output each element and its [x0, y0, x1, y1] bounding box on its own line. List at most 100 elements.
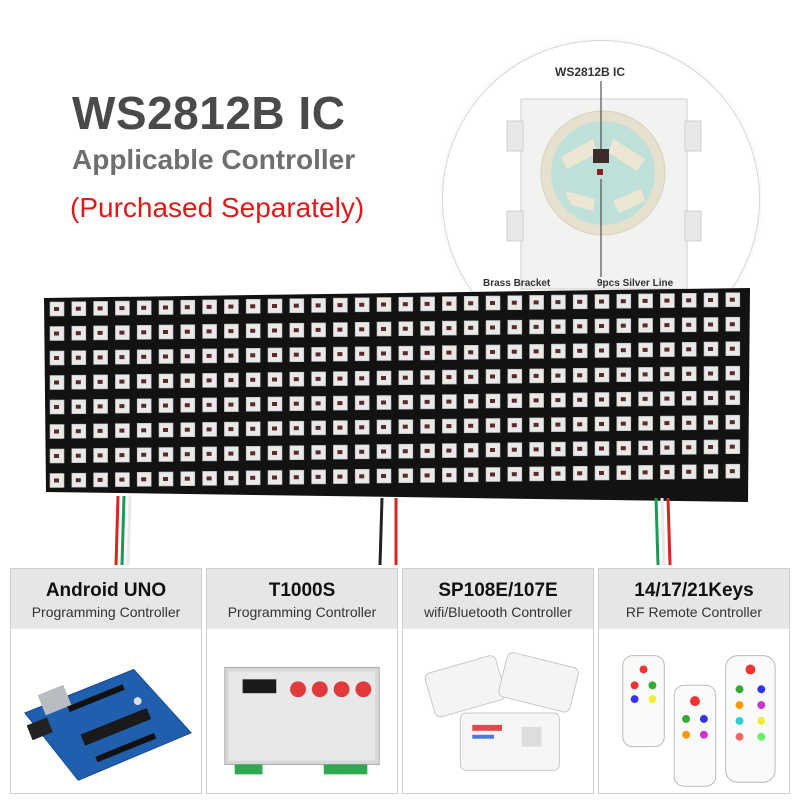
led-pixel-die	[402, 424, 408, 429]
led-pixel-die	[163, 354, 168, 359]
led-pixel-die	[642, 347, 648, 352]
led-pixel-die	[359, 302, 365, 307]
led-pixel-die	[54, 429, 59, 434]
led-pixel-die	[381, 449, 386, 454]
arduino-board-icon	[24, 668, 192, 781]
led-pixel-die	[729, 420, 735, 425]
led-pixel-die	[555, 422, 561, 427]
wire-green	[654, 497, 660, 566]
led-pixel-die	[642, 445, 648, 450]
led-pixel-die	[729, 371, 735, 376]
led-pixel-die	[729, 322, 735, 327]
led-pixel-die	[708, 371, 713, 376]
led-pixel-die	[686, 371, 692, 376]
led-pixel-die	[424, 326, 430, 331]
led-pixel-die	[708, 469, 713, 474]
led-pixel-die	[599, 397, 604, 402]
led-pixel-die	[402, 302, 408, 307]
led-pixel-die	[577, 446, 583, 451]
controller-cards: Android UNO Programming Controller T1000…	[10, 568, 790, 794]
led-pixel-die	[359, 351, 365, 356]
led-pixel-die	[315, 425, 321, 430]
led-pixel-die	[599, 446, 604, 451]
brass-bracket-pin	[684, 210, 702, 242]
led-pixel-die	[272, 304, 277, 308]
led-pixel-die	[293, 352, 299, 357]
led-die	[597, 169, 603, 175]
led-pixel-die	[555, 447, 561, 452]
led-pixel-die	[620, 323, 626, 328]
led-pixel-die	[402, 375, 408, 380]
led-pixel-die	[686, 347, 692, 352]
led-pixel-die	[577, 299, 583, 304]
led-pixel-die	[337, 401, 343, 406]
lead-frame	[613, 189, 645, 213]
led-pixel-die	[555, 471, 561, 476]
led-pixel-die	[206, 476, 212, 481]
led-pixel-die	[577, 373, 583, 378]
led-pixel-die	[446, 473, 452, 478]
led-pixel-die	[599, 324, 604, 328]
led-pixel-die	[490, 301, 495, 305]
led-pixel-die	[163, 330, 168, 334]
led-pixel-die	[468, 399, 474, 404]
led-pixel-die	[206, 329, 212, 334]
led-pixel-die	[381, 302, 386, 307]
sp108e-controller-icon	[424, 652, 579, 771]
led-pixel-die	[468, 301, 474, 306]
led-pixel-die	[206, 451, 212, 456]
led-pixel-die	[511, 423, 517, 428]
led-pixel-die	[337, 303, 343, 308]
led-pixel-die	[402, 473, 408, 478]
wire-red	[666, 497, 672, 566]
led-pixel-die	[97, 355, 103, 360]
led-pixel-die	[75, 453, 81, 458]
wire-white	[126, 495, 132, 566]
led-pixel-die	[490, 423, 495, 428]
led-pixel-die	[184, 354, 190, 359]
led-pixel-die	[490, 399, 495, 403]
led-pixel-die	[729, 444, 735, 449]
led-pixel-die	[533, 349, 539, 354]
led-pixel-die	[402, 326, 408, 331]
led-pixel-die	[686, 469, 692, 474]
led-pixel-die	[424, 473, 430, 478]
led-pixel-die	[381, 400, 386, 405]
led-pixel-die	[141, 330, 147, 335]
led-pixel-die	[228, 353, 234, 358]
led-pixel-die	[555, 324, 561, 329]
led-pixel-die	[381, 376, 386, 380]
led-pixel-die	[272, 426, 277, 431]
led-pixel-die	[75, 331, 81, 336]
led-pixel-die	[729, 469, 735, 474]
led-pixel-die	[97, 379, 103, 384]
lead-frame	[561, 139, 597, 169]
led-pixel-die	[272, 451, 277, 455]
led-pixel-die	[97, 330, 103, 335]
led-pixel-die	[468, 423, 474, 428]
led-pixel-die	[228, 304, 234, 309]
led-pixel-die	[163, 379, 168, 383]
led-pixel-die	[141, 379, 147, 384]
led-pixel-die	[206, 378, 212, 383]
card-title: SP108E/107E	[438, 580, 558, 601]
led-pixel-die	[381, 474, 386, 478]
led-grid	[49, 292, 741, 488]
led-pixel-die	[97, 404, 103, 409]
subheadline: Applicable Controller	[72, 144, 356, 175]
led-pixel-die	[250, 328, 256, 333]
card-header: 14/17/21Keys RF Remote Controller	[599, 569, 789, 629]
led-pixel-die	[446, 375, 452, 380]
led-pixel-die	[250, 377, 256, 382]
led-pixel-die	[337, 474, 343, 479]
led-pixel-die	[402, 400, 408, 405]
led-pixel-die	[272, 377, 277, 382]
brass-bracket-pin	[506, 210, 524, 242]
led-pixel-die	[446, 350, 452, 355]
led-pixel-die	[577, 397, 583, 402]
led-pixel-die	[119, 306, 125, 311]
led-pixel-die	[163, 477, 168, 481]
led-pixel-die	[75, 478, 81, 483]
led-pixel-die	[468, 472, 474, 477]
t1000s-controller-icon	[224, 666, 380, 775]
